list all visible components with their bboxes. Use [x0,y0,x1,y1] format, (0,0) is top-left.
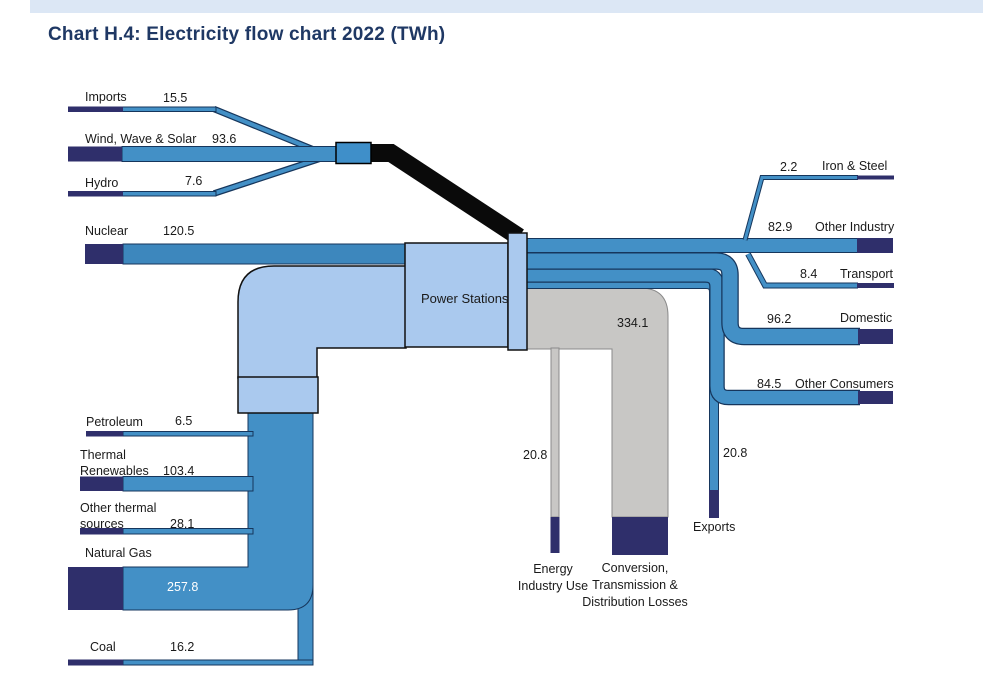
label-imports: Imports [85,90,127,104]
value-other-thermal: 28.1 [170,517,194,531]
value-transport: 8.4 [800,267,817,281]
label-thermal-renewables-line1: Thermal [80,448,126,462]
flow-nuclear [122,243,408,265]
flow-imports-diagonal-fill [213,107,323,155]
value-petroleum: 6.5 [175,414,192,428]
value-nuclear: 120.5 [163,224,194,238]
value-exports: 20.8 [723,446,747,460]
label-wind-wave-solar: Wind, Wave & Solar [85,132,196,146]
value-thermal-renewables: 103.4 [163,464,194,478]
label-thermal-renewables-line2: Renewables [80,464,149,478]
flow-losses-cap [612,517,668,555]
value-coal: 16.2 [170,640,194,654]
label-exports: Exports [693,520,735,534]
elbow-band [237,265,407,379]
value-iron-steel: 2.2 [780,160,797,174]
flow-natural-gas-cap [68,567,123,610]
flow-wind-wave-solar-cap [68,146,122,162]
flow-coal [122,659,314,666]
renewables-merge-node [335,141,372,165]
flow-hydro-diagonal-fill [213,156,323,196]
label-domestic: Domestic [840,311,892,325]
value-imports: 15.5 [163,91,187,105]
label-losses-line3: Distribution Losses [582,595,688,609]
flow-thermal-renewables-cap [80,476,123,491]
flow-energy-industry-use-cap [550,517,560,553]
chart-title: Chart H.4: Electricity flow chart 2022 (… [48,24,446,45]
label-other-consumers: Other Consumers [795,377,894,391]
grid-node-bar [507,232,528,351]
flow-wind-wave-solar [121,146,339,162]
label-power-stations: Power Stations [421,291,509,306]
flow-other-thermal-cap [80,528,123,535]
label-losses-line1: Conversion, [602,561,669,575]
flow-petroleum-cap [86,431,123,437]
label-natural-gas: Natural Gas [85,546,152,560]
header-strip [30,0,983,13]
flow-imports [121,106,217,112]
value-losses: 334.1 [617,316,648,330]
flow-imports-cap [68,106,123,112]
label-iron-steel: Iron & Steel [822,159,887,173]
label-other-thermal-line1: Other thermal [80,501,156,515]
label-energy-industry-use-line1: Energy [533,562,573,576]
flow-hydro [121,191,217,197]
value-other-consumers: 84.5 [757,377,781,391]
label-coal: Coal [90,640,116,654]
flow-other-industry [526,238,859,253]
label-nuclear: Nuclear [85,224,128,238]
value-hydro: 7.6 [185,174,202,188]
value-energy-industry-use: 20.8 [523,448,547,462]
direct-supply-band [371,144,524,245]
value-domestic: 96.2 [767,312,791,326]
label-energy-industry-use-line2: Industry Use [518,579,588,593]
value-other-industry: 82.9 [768,220,792,234]
label-transport: Transport [840,267,894,281]
label-hydro: Hydro [85,176,118,190]
power-stations-box [404,242,509,348]
label-losses-line2: Transmission & [592,578,678,592]
flow-other-consumers [527,268,860,404]
flow-iron-steel [743,176,858,241]
flow-petroleum [122,431,254,437]
value-natural-gas: 257.8 [167,580,198,594]
flow-thermal-renewables [122,476,254,492]
flow-domestic [527,253,860,344]
flow-other-industry-cap [857,238,893,253]
flow-hydro-cap [68,191,123,197]
flow-energy-industry-use [550,347,560,518]
label-other-industry: Other Industry [815,220,895,234]
flow-nuclear-cap [85,244,123,264]
value-wind-wave-solar: 93.6 [212,132,236,146]
junction-node [237,376,319,414]
label-petroleum: Petroleum [86,415,143,429]
label-other-thermal-line2: sources [80,517,124,531]
flow-coal-cap [68,659,123,666]
flow-transport [746,253,858,288]
